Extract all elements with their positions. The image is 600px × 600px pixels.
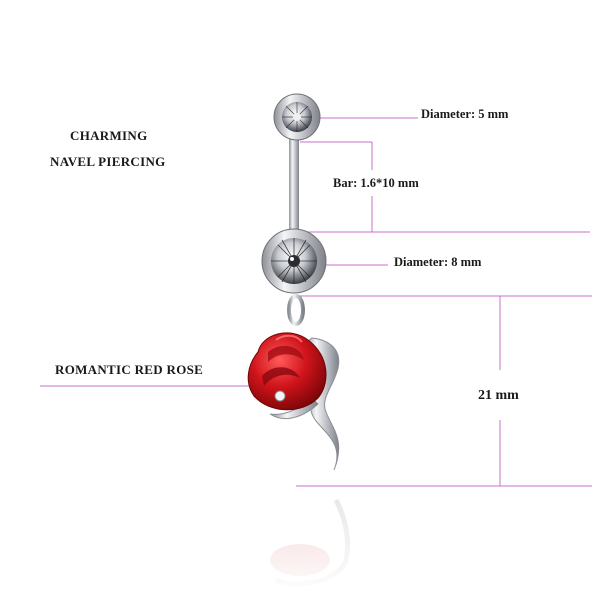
bar-size-label: Bar: 1.6*10 mm [333, 176, 419, 190]
product-title-line2: NAVEL PIERCING [50, 154, 166, 169]
jump-ring [287, 294, 305, 326]
rose-charm [247, 332, 327, 411]
bottom-ball-diameter-label: Diameter: 8 mm [394, 255, 482, 269]
top-ball-diameter-label: Diameter: 5 mm [421, 107, 509, 121]
top-ball-gem [273, 93, 321, 141]
measurement-guides [40, 117, 592, 487]
bottom-ball-gem [261, 228, 327, 294]
gem-icon [274, 390, 286, 402]
product-title-line1: CHARMING [70, 128, 148, 143]
charm-length-label: 21 mm [478, 388, 519, 403]
reflection [240, 490, 380, 600]
barbell-bar [289, 132, 299, 242]
charm-label: ROMANTIC RED ROSE [55, 362, 204, 377]
